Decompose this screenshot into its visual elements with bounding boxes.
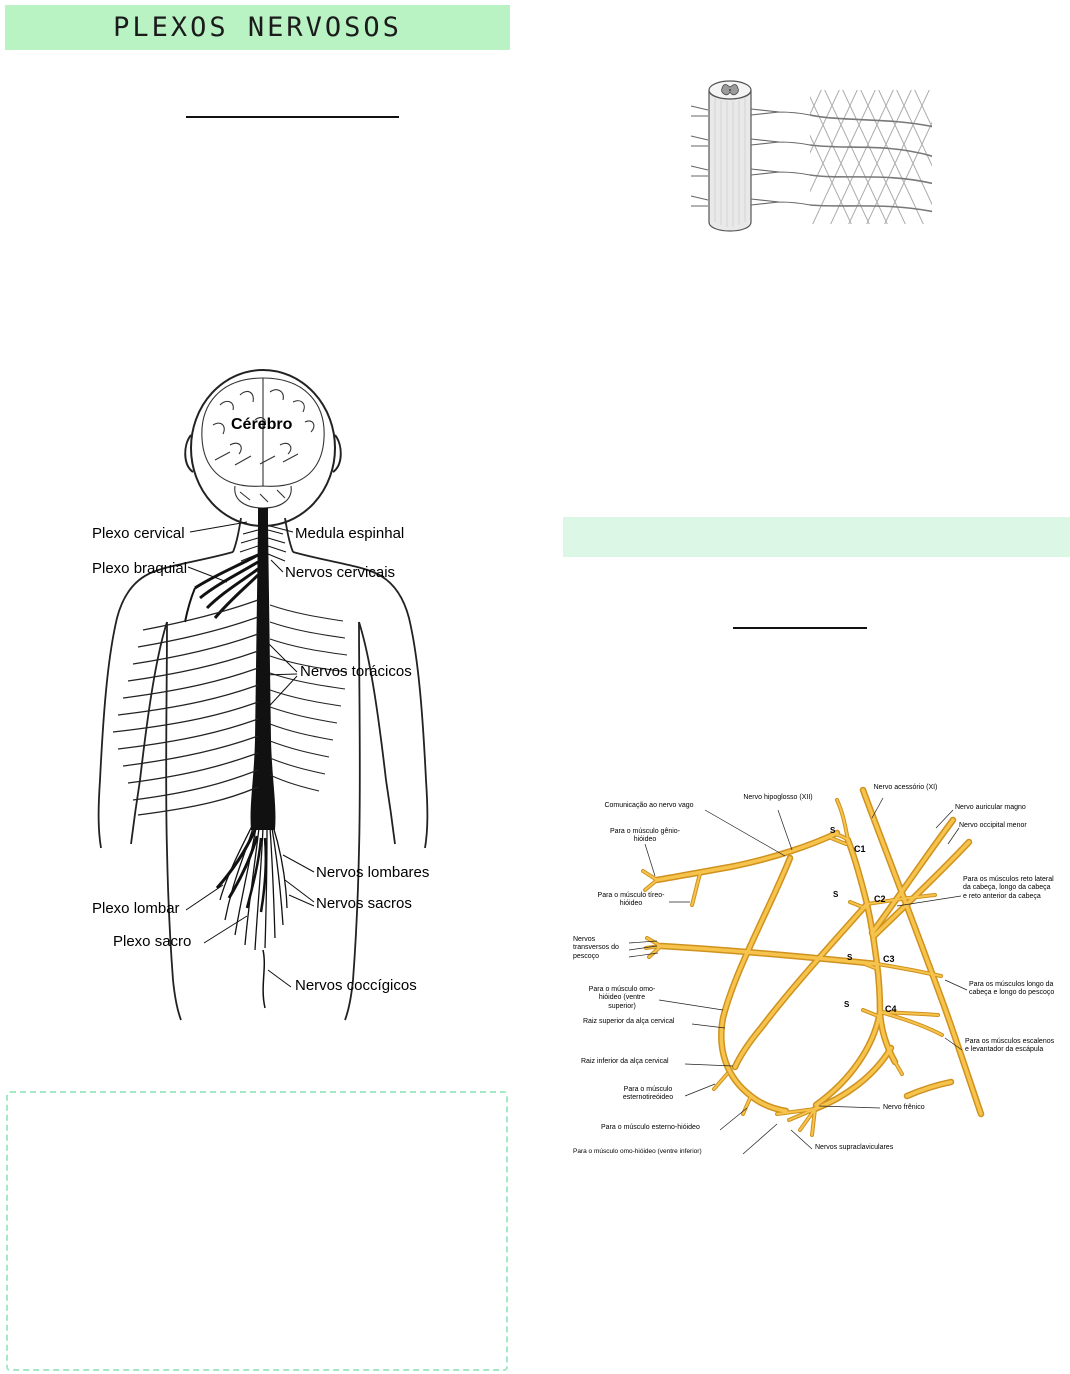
plexus-mesh (810, 90, 932, 224)
label-hipoglosso: Nervo hipoglosso (XII) (743, 794, 813, 801)
section-band (563, 517, 1070, 557)
spinal-cord-cylinder (708, 80, 752, 232)
label-raiz-superior: Raiz superior da alça cervical (583, 1018, 675, 1025)
spinal-segment-illustration (690, 80, 932, 232)
label-transversos: Nervos transversos do pescoço (573, 936, 619, 960)
leader-lines (628, 797, 968, 1155)
label-acessorio: Nervo acessório (XI) (873, 784, 938, 791)
label-s1: S (830, 826, 836, 835)
label-nervos-toracicos: Nervos torácicos (300, 663, 412, 680)
label-escalenos: Para os músculos escalenos e levantador … (965, 1038, 1055, 1054)
label-occipital-menor: Nervo occipital menor (959, 822, 1027, 829)
label-c1: C1 (854, 844, 866, 854)
label-nervos-coccigicos: Nervos coccígicos (295, 977, 417, 994)
label-omo-hioideo-sup: Para o músculo omo-hióideo (ventre super… (588, 986, 656, 1010)
cauda-equina (219, 825, 288, 951)
label-cerebro: Cérebro (231, 416, 293, 433)
label-genio-hioideo: Para o músculo gênio-hióideo (609, 828, 681, 844)
label-s4: S (844, 1000, 850, 1009)
label-c3: C3 (883, 954, 895, 964)
label-reto-lateral: Para os músculos reto lateral da cabeça,… (963, 876, 1054, 900)
leader-lines (185, 521, 315, 988)
body-illustration (97, 369, 429, 1021)
label-c2: C2 (874, 894, 886, 904)
label-nervos-sacros: Nervos sacros (316, 895, 412, 912)
cervical-plexus-illustration (628, 778, 1070, 1155)
plexus-strands (810, 114, 932, 213)
left-rootlets (690, 105, 709, 207)
title-band: PLEXOS NERVOSOS (5, 5, 510, 50)
label-s2: S (833, 890, 839, 899)
label-plexo-sacro: Plexo sacro (113, 933, 192, 950)
spinal-segment-figure (685, 72, 950, 242)
label-esternotireoideo: Para o músculo esternotireóideo (622, 1086, 674, 1102)
cervical-nerves (239, 529, 287, 562)
label-comunicacao-vago: Comunicação ao nervo vago (604, 802, 694, 809)
cervical-plexus-figure: Comunicação ao nervo vago Para o músculo… (565, 778, 1070, 1170)
coccygeal-nerve (262, 949, 266, 1009)
thoracic-nerves-right (269, 604, 348, 792)
label-auricular-magno: Nervo auricular magno (955, 804, 1026, 811)
blank-underline-2 (733, 627, 867, 629)
label-plexo-lombar: Plexo lombar (92, 900, 180, 917)
ribs-left (112, 599, 259, 816)
label-nervos-cervicais: Nervos cervicais (285, 564, 396, 581)
body-outline (97, 517, 429, 1021)
label-s3: S (847, 953, 853, 962)
label-tireo-hioideo: Para o músculo tíreo-hióideo (597, 892, 665, 908)
label-medula-espinhal: Medula espinhal (295, 525, 405, 542)
nervous-system-figure: Cérebro Plexo cervical Medula espinhal P… (55, 360, 485, 1030)
yellow-nerve-underlay (657, 790, 981, 1114)
label-supraclaviculares: Nervos supraclaviculares (815, 1144, 894, 1151)
brain (201, 377, 325, 509)
notes-box (6, 1091, 508, 1371)
blank-underline-1 (186, 116, 399, 118)
label-c4: C4 (885, 1004, 897, 1014)
label-esterno-hioideo: Para o músculo esterno-hióideo (601, 1124, 700, 1131)
label-plexo-cervical: Plexo cervical (92, 525, 185, 542)
label-plexo-braquial: Plexo braquial (92, 560, 188, 577)
label-omo-hioideo-inf: Para o músculo omo-hióideo (ventre infer… (573, 1148, 702, 1155)
label-frenico: Nervo frênico (883, 1104, 925, 1111)
label-nervos-lombares: Nervos lombares (316, 864, 430, 881)
lumbosacral-plexus (215, 825, 288, 1009)
nerve-roots (750, 108, 811, 206)
page-title: PLEXOS NERVOSOS (113, 12, 402, 43)
label-longo-cabeca: Para os músculos longo da cabeça e longo… (969, 981, 1055, 997)
label-raiz-inferior: Raiz inferior da alça cervical (581, 1058, 669, 1065)
brachial-plexus (184, 553, 260, 623)
